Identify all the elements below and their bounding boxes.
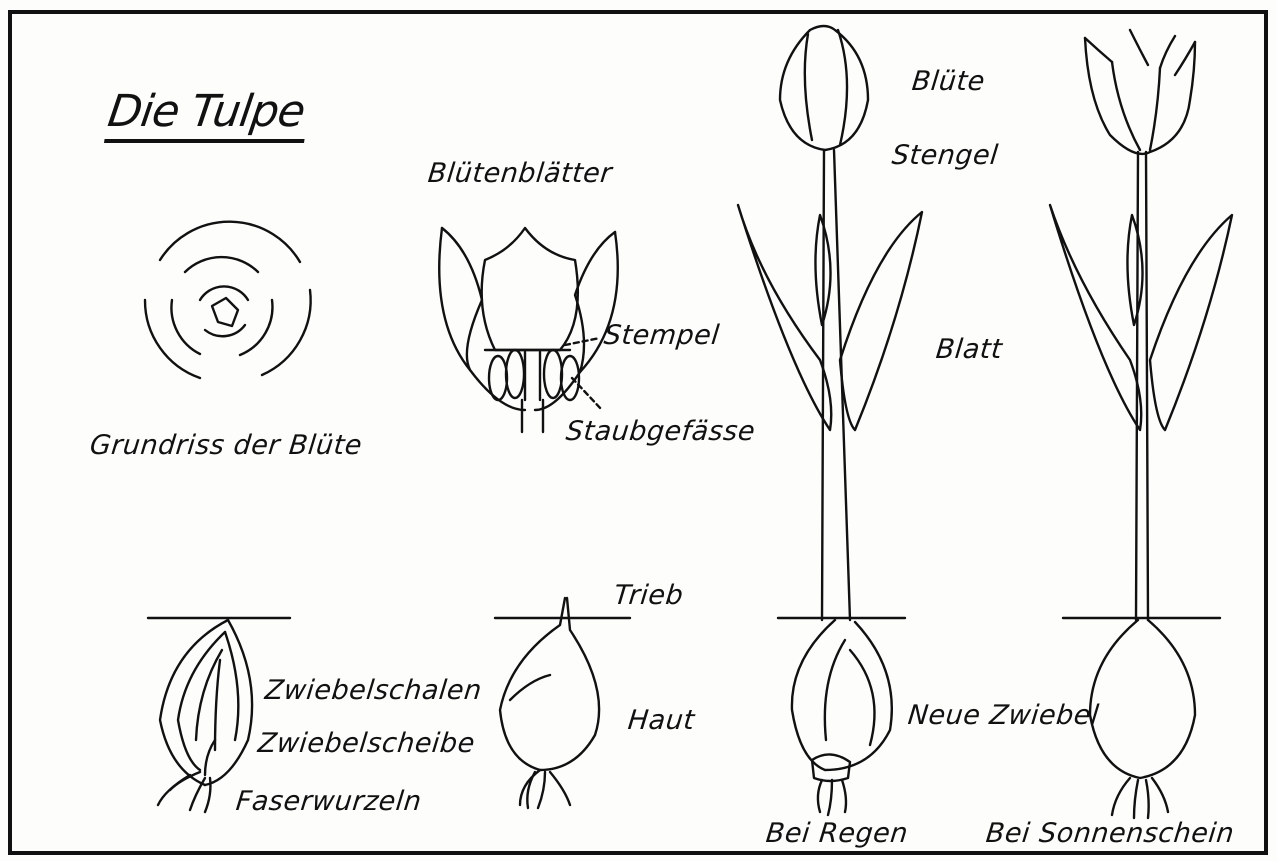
diagram-title: Die Tulpe <box>104 86 312 143</box>
flower-section <box>439 228 618 432</box>
label-blatt: Blatt <box>934 334 1004 365</box>
label-neue-zwiebel: Neue Zwiebel <box>906 700 1100 731</box>
label-haut: Haut <box>626 705 696 736</box>
bulb-section <box>148 618 290 812</box>
label-staubgefaesse: Staubgefässe <box>564 416 756 447</box>
label-faserwurzeln: Faserwurzeln <box>234 786 423 817</box>
floral-diagram <box>145 222 311 378</box>
bulb-with-shoot <box>495 598 630 808</box>
label-zwiebelschalen: Zwiebelschalen <box>263 675 483 706</box>
label-bei-sonnenschein: Bei Sonnenschein <box>984 818 1235 849</box>
label-bei-regen: Bei Regen <box>764 818 909 849</box>
label-trieb: Trieb <box>612 580 685 611</box>
label-stempel: Stempel <box>602 320 721 351</box>
label-zwiebelscheibe: Zwiebelscheibe <box>256 728 476 759</box>
label-stengel: Stengel <box>890 140 999 171</box>
label-grundriss: Grundriss der Blüte <box>88 430 363 461</box>
label-bluete: Blüte <box>910 66 986 97</box>
label-bluetenblaetter: Blütenblätter <box>426 158 613 189</box>
